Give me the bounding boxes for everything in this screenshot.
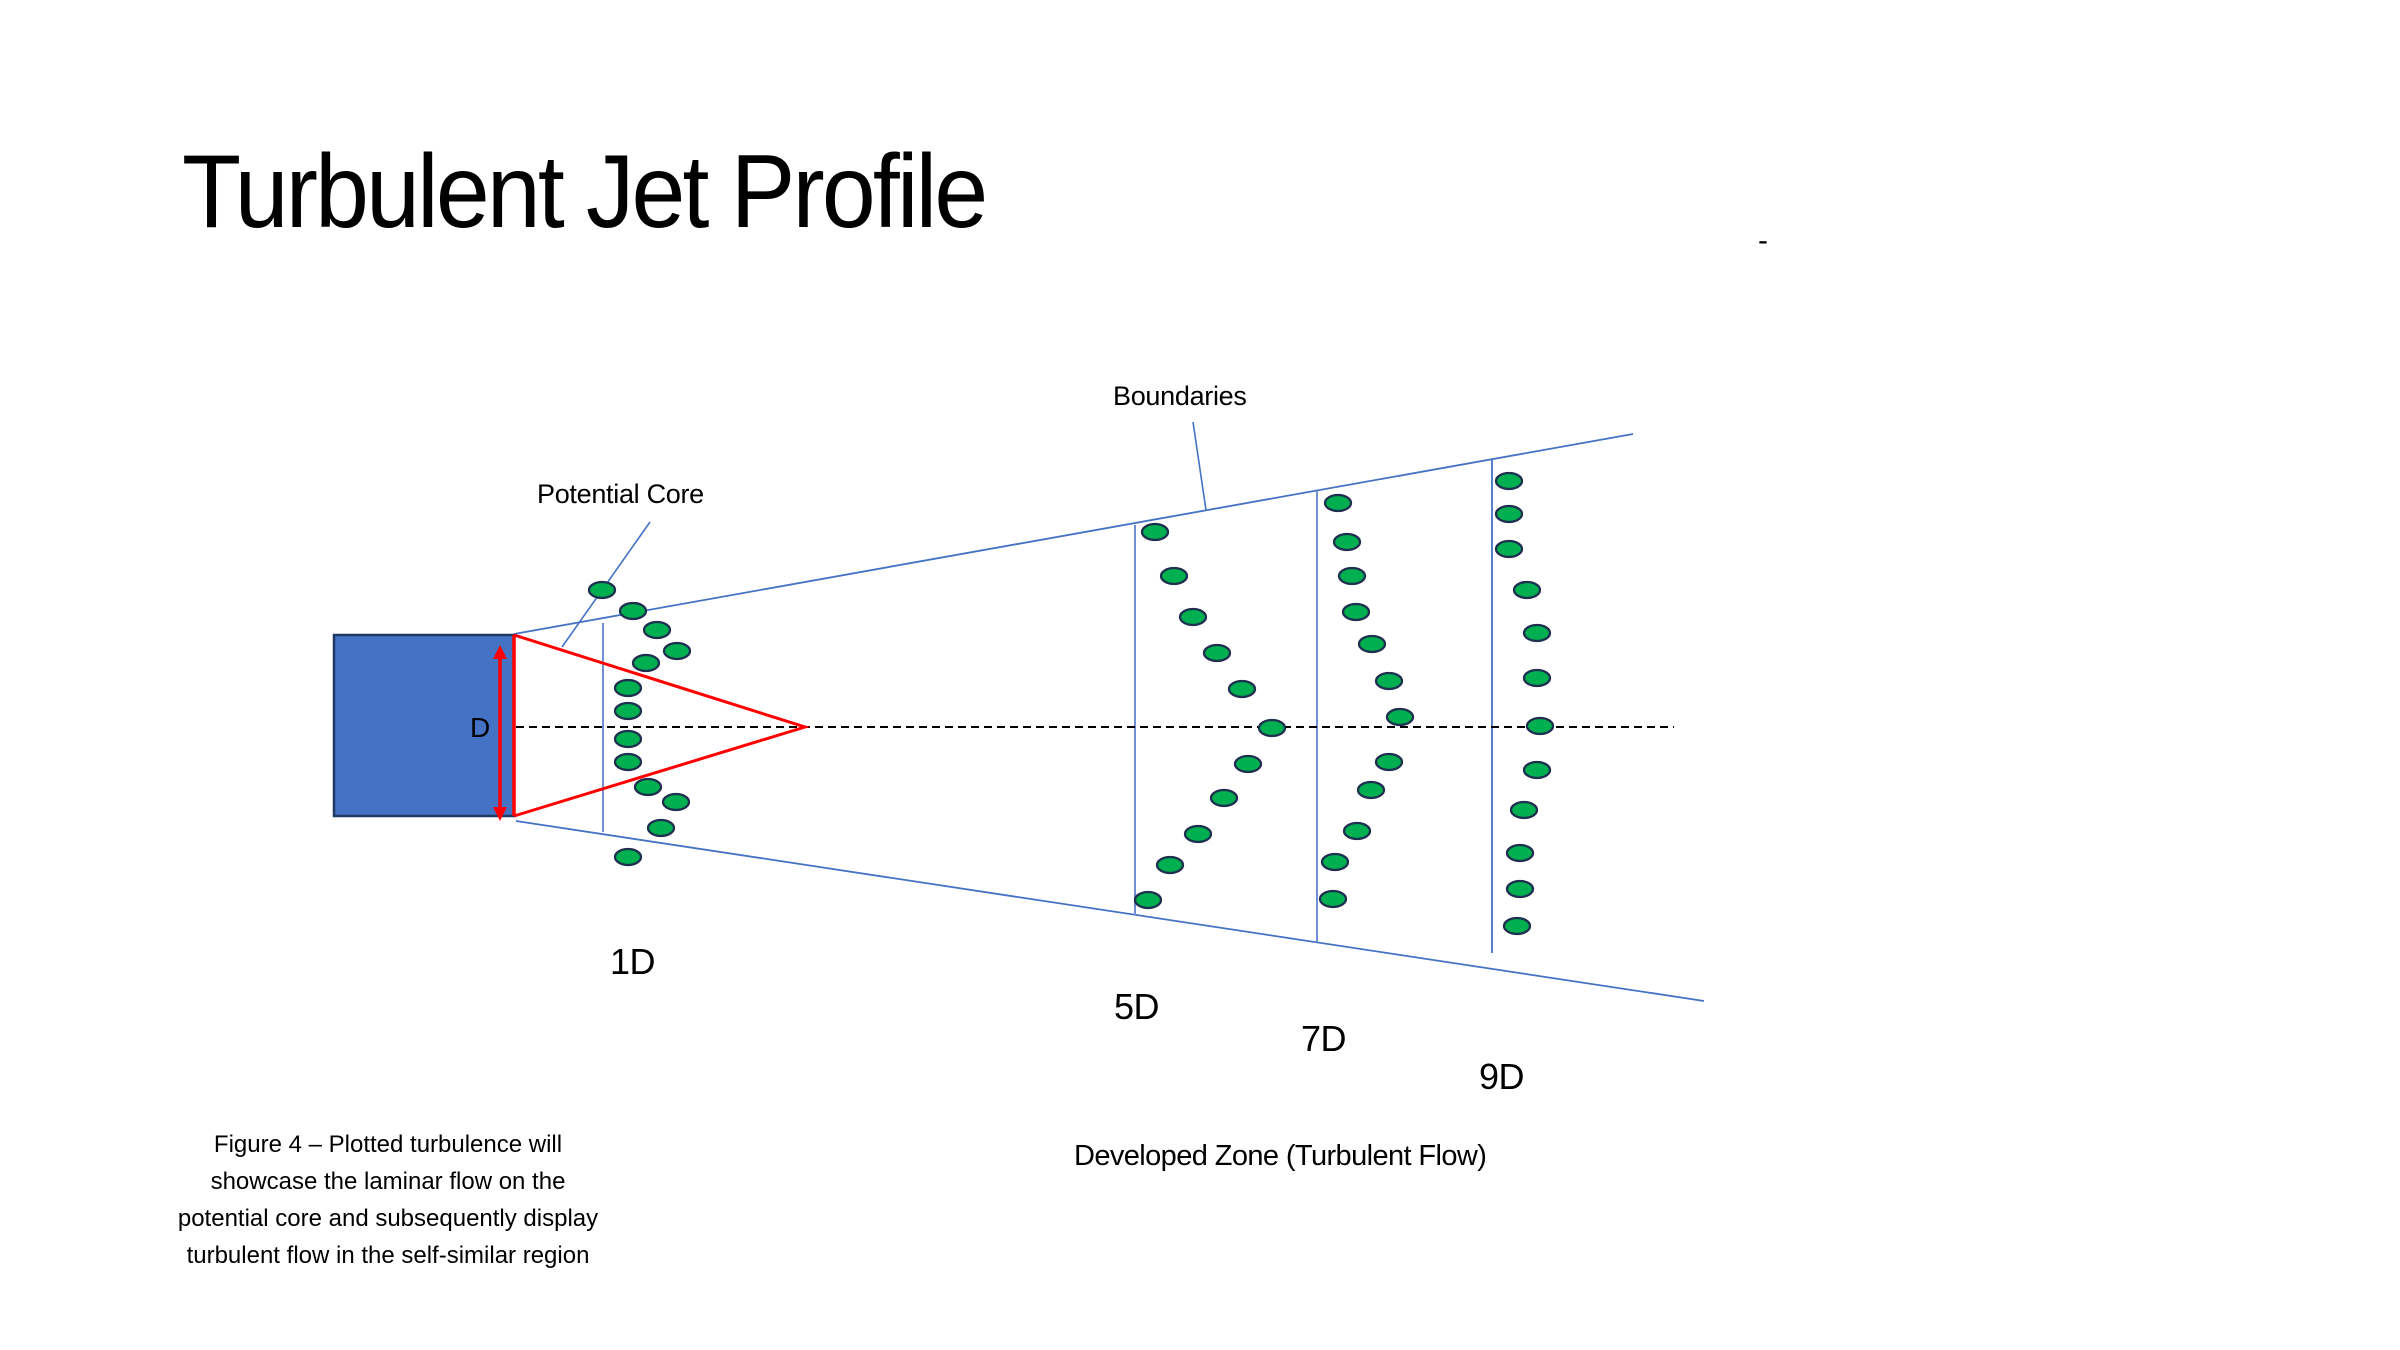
lower-boundary-line [515,820,1705,1002]
stray-dash-mark: - [1758,224,1768,257]
station-label-7d: 7D [1301,1018,1347,1059]
upper-boundary-line [513,433,1634,635]
nozzle-block [332,633,516,818]
diameter-arrow [493,645,507,821]
diameter-label: D [470,712,490,743]
velocity-dots-1d [587,580,692,867]
caption-line: showcase the laminar flow on the [210,1168,566,1195]
potential-core-triangle [513,633,811,818]
station-label-5d: 5D [1114,986,1160,1027]
velocity-dots-7d [1318,493,1415,909]
caption-line: potential core and subsequently display [177,1205,599,1232]
velocity-dots-9d [1494,471,1555,936]
velocity-dots-5d [1133,522,1287,910]
potential-core-label: Potential Core [537,479,704,509]
caption-line: turbulent flow in the self-similar regio… [186,1242,590,1269]
caption-line: Figure 4 – Plotted turbulence will [213,1131,563,1158]
boundaries-leader-line [1192,421,1207,511]
boundaries-label: Boundaries [1113,381,1247,411]
figure-caption: Figure 4 – Plotted turbulence will showc… [130,1126,646,1274]
station-label-1d: 1D [610,941,656,982]
slide-title: Turbulent Jet Profile [182,134,988,250]
station-label-9d: 9D [1479,1056,1525,1097]
developed-zone-label: Developed Zone (Turbulent Flow) [1074,1140,1487,1172]
